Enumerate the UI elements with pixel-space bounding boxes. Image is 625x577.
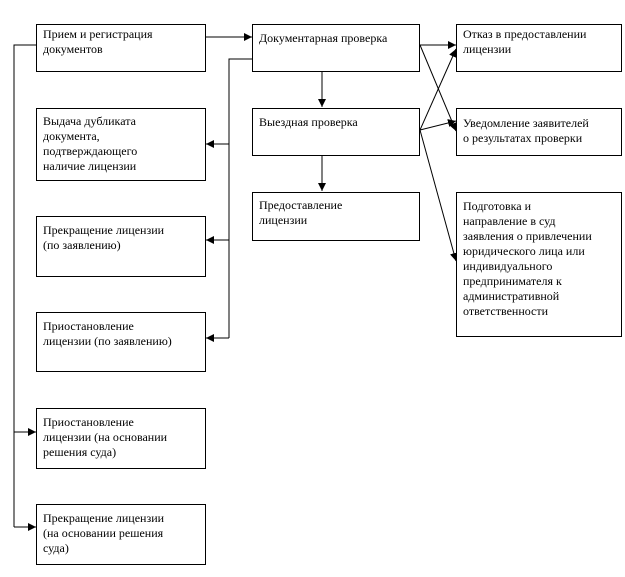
node-grant: Предоставление лицензии: [252, 192, 420, 241]
line-doccheck-bus: [228, 58, 252, 338]
node-suspension-application: Приостановление лицензии (по заявлению): [36, 312, 206, 372]
node-field-check: Выездная проверка: [252, 108, 420, 156]
node-notify: Уведомление заявителей о результатах про…: [456, 108, 622, 156]
node-court: Подготовка и направление в суд заявления…: [456, 192, 622, 337]
node-refusal: Отказ в предоставлении лицензии: [456, 24, 622, 72]
line-reg-left-bus: [13, 44, 36, 527]
node-duplicate: Выдача дубликата документа, подтверждающ…: [36, 108, 206, 181]
node-termination-application: Прекращение лицензии (по заявлению): [36, 216, 206, 277]
node-suspension-court: Приостановление лицензии (на основании р…: [36, 408, 206, 469]
node-termination-court: Прекращение лицензии (на основании решен…: [36, 504, 206, 565]
arrow-field-to-court: [419, 129, 458, 262]
node-document-check: Документарная проверка: [252, 24, 420, 72]
arrow-doccheck-to-notify: [419, 44, 457, 132]
arrow-field-to-refusal: [419, 48, 457, 131]
arrow-field-to-notify: [419, 119, 457, 131]
node-registration: Прием и регистрация документов: [36, 24, 206, 72]
